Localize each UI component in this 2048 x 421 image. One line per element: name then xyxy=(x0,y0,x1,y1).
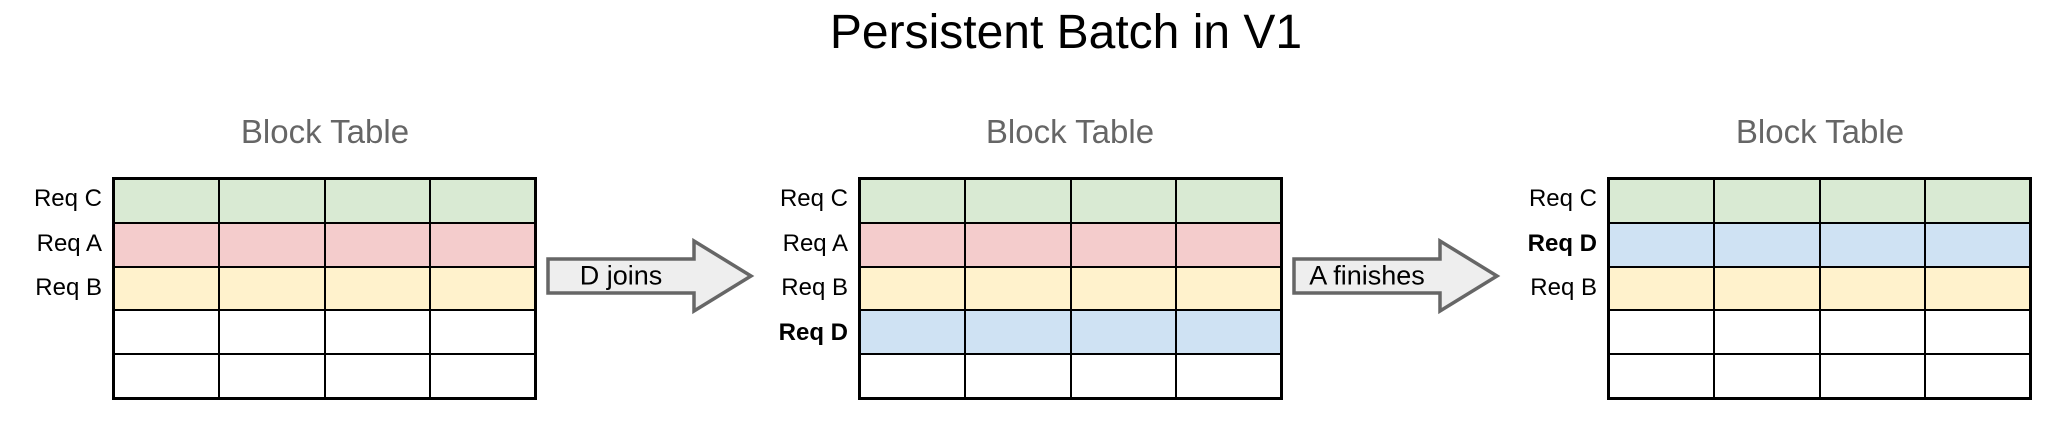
block-cell xyxy=(1924,222,2030,267)
block-cell xyxy=(1819,354,1925,398)
block-cell xyxy=(965,310,1071,355)
block-cell xyxy=(114,310,220,355)
block-cell xyxy=(1175,179,1281,223)
block-cell xyxy=(1070,179,1176,223)
block-cell xyxy=(1070,222,1176,267)
transition-arrow-a-finishes: A finishes xyxy=(1291,236,1501,316)
block-cell xyxy=(1070,354,1176,398)
block-cell xyxy=(860,222,966,267)
block-cell xyxy=(324,222,430,267)
block-cell xyxy=(860,179,966,223)
page-title: Persistent Batch in V1 xyxy=(829,6,1303,59)
row-labels: Req C Req A Req B Req D xyxy=(698,177,848,400)
block-cell xyxy=(1819,266,1925,311)
row-label-empty xyxy=(698,355,848,400)
block-cell xyxy=(1609,310,1715,355)
block-cell xyxy=(1819,179,1925,223)
right-arrow-icon xyxy=(546,237,755,315)
row-label-req-c: Req C xyxy=(33,185,102,213)
row-label-req-a: Req A xyxy=(782,229,848,257)
block-cell xyxy=(1609,354,1715,398)
block-cell xyxy=(114,222,220,267)
block-cell xyxy=(219,179,325,223)
block-cell xyxy=(1609,179,1715,223)
block-cell xyxy=(965,222,1071,267)
row-label-req-b: Req B xyxy=(781,274,848,302)
block-table-title: Block Table xyxy=(1735,113,1905,150)
block-cell xyxy=(324,179,430,223)
block-cell xyxy=(1175,222,1281,267)
block-cell xyxy=(1609,266,1715,311)
block-cell xyxy=(429,310,535,355)
block-cell xyxy=(965,354,1071,398)
block-cell xyxy=(1924,266,2030,311)
block-cell xyxy=(1175,310,1281,355)
arrow-label: D joins xyxy=(579,260,663,291)
row-label-empty xyxy=(1447,355,1597,400)
row-label-req-b: Req B xyxy=(1530,274,1597,302)
block-cell xyxy=(1175,266,1281,311)
block-cell xyxy=(1714,179,1820,223)
block-cell xyxy=(219,354,325,398)
row-label-empty xyxy=(0,311,102,356)
block-cell xyxy=(1819,310,1925,355)
row-label-empty xyxy=(0,355,102,400)
block-table xyxy=(858,177,1283,400)
block-cell xyxy=(1714,266,1820,311)
block-cell xyxy=(1714,222,1820,267)
block-cell xyxy=(965,266,1071,311)
block-cell xyxy=(429,354,535,398)
block-cell xyxy=(1819,222,1925,267)
row-label-empty xyxy=(1447,311,1597,356)
block-cell xyxy=(1924,179,2030,223)
row-label-req-a: Req A xyxy=(36,229,102,257)
block-cell xyxy=(1714,310,1820,355)
block-cell xyxy=(1924,354,2030,398)
block-cell xyxy=(219,266,325,311)
row-label-req-c: Req C xyxy=(779,185,848,213)
block-cell xyxy=(1714,354,1820,398)
block-table-title: Block Table xyxy=(985,113,1155,150)
row-labels: Req C Req A Req B xyxy=(0,177,102,400)
block-cell xyxy=(219,310,325,355)
row-labels: Req C Req D Req B xyxy=(1447,177,1597,400)
block-cell xyxy=(1175,354,1281,398)
row-label-req-c: Req C xyxy=(1528,185,1597,213)
block-cell xyxy=(324,310,430,355)
block-cell xyxy=(1609,222,1715,267)
block-cell xyxy=(1070,310,1176,355)
block-table xyxy=(1607,177,2032,400)
block-cell xyxy=(1070,266,1176,311)
transition-arrow-d-joins: D joins xyxy=(545,236,755,316)
block-cell xyxy=(860,266,966,311)
block-table-title: Block Table xyxy=(240,113,410,150)
row-label-req-d: Req D xyxy=(778,319,848,347)
block-cell xyxy=(429,222,535,267)
block-cell xyxy=(219,222,325,267)
block-cell xyxy=(429,179,535,223)
block-cell xyxy=(114,266,220,311)
block-cell xyxy=(324,354,430,398)
block-cell xyxy=(860,354,966,398)
right-arrow-icon xyxy=(1292,237,1501,315)
block-table xyxy=(112,177,537,400)
block-cell xyxy=(324,266,430,311)
row-label-req-d: Req D xyxy=(1527,229,1597,257)
arrow-label: A finishes xyxy=(1309,260,1425,291)
block-cell xyxy=(114,354,220,398)
row-label-req-b: Req B xyxy=(35,274,102,302)
block-cell xyxy=(965,179,1071,223)
block-cell xyxy=(1924,310,2030,355)
block-cell xyxy=(860,310,966,355)
block-cell xyxy=(429,266,535,311)
block-cell xyxy=(114,179,220,223)
